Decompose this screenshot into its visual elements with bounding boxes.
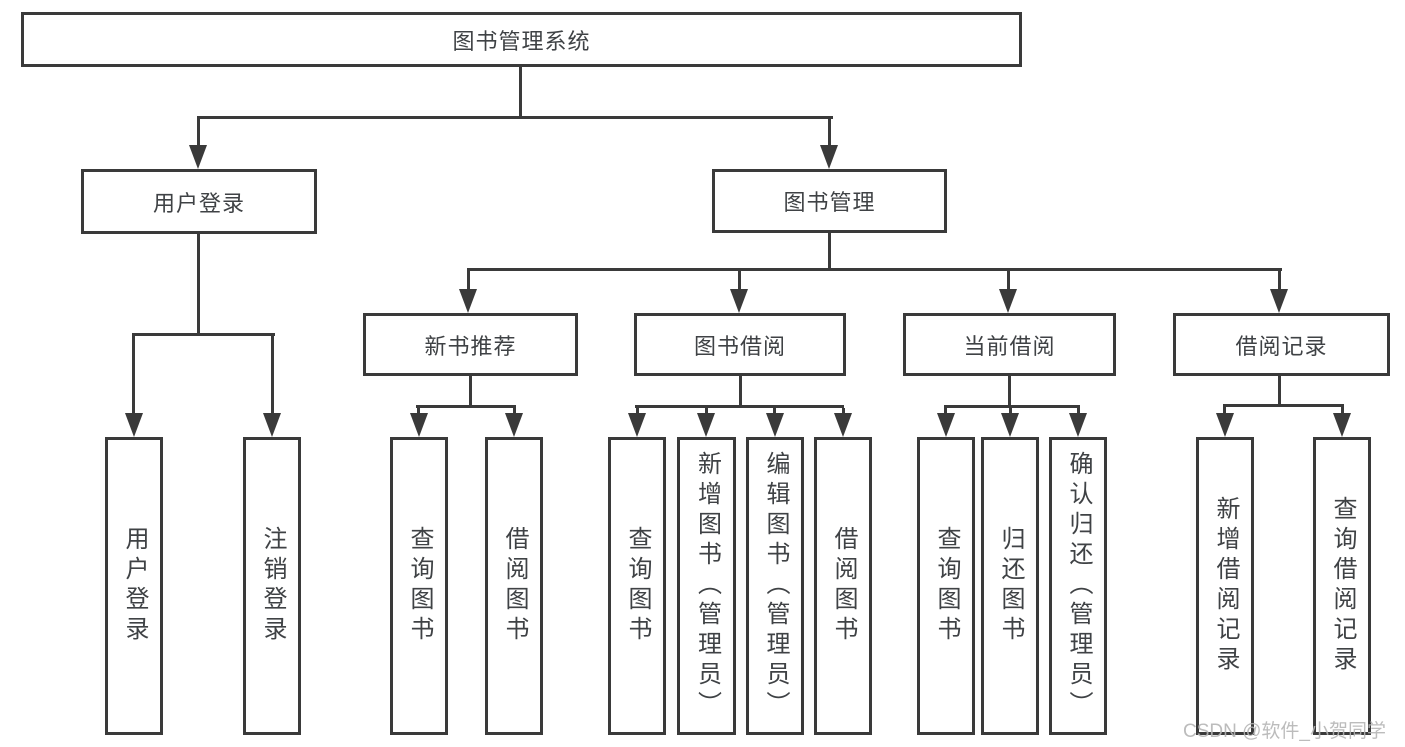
node-user-login: 用户登录 — [81, 169, 317, 234]
connector-line — [469, 376, 472, 408]
arrow-down-icon — [459, 289, 477, 313]
node-leaf-query-borrow-record-label: 查询借阅记录 — [1329, 496, 1356, 676]
connector-line — [842, 408, 845, 416]
connector-line — [1278, 376, 1281, 406]
connector-line — [197, 116, 833, 119]
arrow-down-icon — [1001, 413, 1019, 437]
node-borrowing-records-label: 借阅记录 — [1235, 333, 1328, 359]
connector-line — [271, 336, 274, 414]
connector-line — [519, 67, 522, 119]
arrow-down-icon — [834, 413, 852, 437]
arrow-down-icon — [766, 413, 784, 437]
arrow-down-icon — [820, 145, 838, 169]
arrow-down-icon — [189, 145, 207, 169]
node-leaf-query-borrow-record: 查询借阅记录 — [1313, 437, 1371, 735]
node-leaf-borrow-books-1-label: 借阅图书 — [501, 526, 528, 646]
arrow-down-icon — [1216, 413, 1234, 437]
connector-line — [1223, 404, 1344, 407]
node-leaf-return-books: 归还图书 — [981, 437, 1039, 735]
connector-line — [1007, 271, 1010, 291]
node-leaf-add-books-admin-label: 新增图书（管理员） — [693, 451, 721, 721]
arrow-down-icon — [125, 413, 143, 437]
connector-line — [197, 234, 200, 336]
arrow-down-icon — [263, 413, 281, 437]
connector-line — [416, 405, 516, 408]
connector-line — [467, 271, 470, 291]
connector-line — [1223, 407, 1226, 416]
node-leaf-edit-books-admin-label: 编辑图书（管理员） — [762, 451, 789, 721]
connector-line — [944, 405, 1080, 408]
connector-line — [513, 408, 516, 416]
connector-line — [417, 408, 420, 416]
connector-line — [1008, 376, 1011, 408]
node-book-borrowing: 图书借阅 — [634, 313, 846, 376]
node-book-management-label: 图书管理 — [783, 190, 876, 215]
node-leaf-query-books-3: 查询图书 — [917, 437, 975, 735]
node-library-system: 图书管理系统 — [21, 12, 1022, 67]
connector-line — [828, 233, 831, 271]
arrow-down-icon — [505, 413, 523, 437]
connector-line — [828, 118, 831, 148]
connector-line — [738, 271, 741, 291]
arrow-down-icon — [1270, 289, 1288, 313]
node-borrowing-records: 借阅记录 — [1173, 313, 1390, 376]
node-leaf-confirm-return-admin-label: 确认归还（管理员） — [1065, 451, 1092, 721]
connector-line — [467, 268, 1282, 271]
node-leaf-logout: 注销登录 — [243, 437, 301, 735]
node-leaf-query-books-1-label: 查询图书 — [406, 526, 433, 646]
node-current-borrowing-label: 当前借阅 — [963, 333, 1056, 359]
arrow-down-icon — [937, 413, 955, 437]
node-new-book-recommend: 新书推荐 — [363, 313, 578, 376]
node-current-borrowing: 当前借阅 — [903, 313, 1116, 376]
connector-line — [1341, 407, 1344, 416]
node-leaf-return-books-label: 归还图书 — [997, 526, 1024, 646]
node-leaf-query-books-1: 查询图书 — [390, 437, 448, 735]
connector-line — [1009, 408, 1012, 416]
node-leaf-user-login-label: 用户登录 — [121, 526, 148, 646]
connector-line — [636, 408, 639, 416]
node-leaf-add-borrow-record-label: 新增借阅记录 — [1212, 496, 1239, 676]
node-leaf-borrow-books-2-label: 借阅图书 — [830, 526, 857, 646]
node-book-borrowing-label: 图书借阅 — [693, 333, 786, 359]
node-leaf-query-books-2-label: 查询图书 — [624, 526, 651, 646]
node-leaf-borrow-books-1: 借阅图书 — [485, 437, 543, 735]
node-library-system-label: 图书管理系统 — [452, 28, 591, 54]
node-user-login-label: 用户登录 — [152, 190, 245, 216]
arrow-down-icon — [697, 413, 715, 437]
connector-line — [197, 118, 200, 148]
node-leaf-query-books-3-label: 查询图书 — [933, 526, 960, 646]
node-book-management: 图书管理 — [712, 169, 947, 233]
watermark: CSDN @软件_小贺同学 — [1183, 721, 1386, 742]
connector-line — [132, 336, 135, 414]
node-leaf-add-borrow-record: 新增借阅记录 — [1196, 437, 1254, 735]
node-leaf-user-login: 用户登录 — [105, 437, 163, 735]
arrow-down-icon — [410, 413, 428, 437]
node-leaf-borrow-books-2: 借阅图书 — [814, 437, 872, 735]
arrow-down-icon — [999, 289, 1017, 313]
node-leaf-logout-label: 注销登录 — [259, 526, 286, 646]
node-leaf-add-books-admin: 新增图书（管理员） — [677, 437, 736, 735]
connector-line — [773, 408, 776, 416]
connector-line — [635, 405, 844, 408]
connector-line — [132, 333, 275, 336]
connector-line — [739, 376, 742, 408]
arrow-down-icon — [1333, 413, 1351, 437]
node-leaf-edit-books-admin: 编辑图书（管理员） — [746, 437, 804, 735]
connector-line — [1077, 408, 1080, 416]
arrow-down-icon — [628, 413, 646, 437]
connector-line — [944, 408, 947, 416]
connector-line — [1278, 271, 1281, 291]
node-new-book-recommend-label: 新书推荐 — [424, 333, 517, 359]
node-leaf-query-books-2: 查询图书 — [608, 437, 666, 735]
connector-line — [705, 408, 708, 416]
arrow-down-icon — [730, 289, 748, 313]
arrow-down-icon — [1069, 413, 1087, 437]
node-leaf-confirm-return-admin: 确认归还（管理员） — [1049, 437, 1107, 735]
